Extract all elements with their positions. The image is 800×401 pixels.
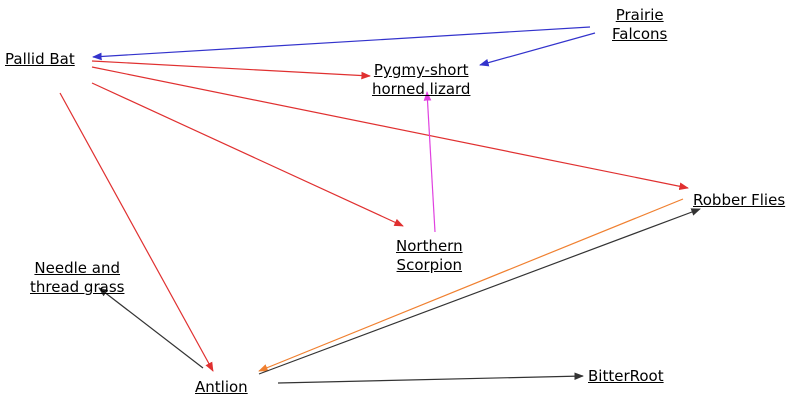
node-northern-scorpion: Northern Scorpion: [396, 237, 463, 275]
arrow-pallid-bat-to-pygmy-lizard: [91, 60, 371, 80]
node-label-line: Robber Flies: [693, 191, 786, 209]
arrow-antlion-to-needle-grass: [98, 287, 204, 369]
node-label-line: Northern: [396, 237, 463, 255]
node-pallid-bat: Pallid Bat: [5, 50, 75, 69]
arrow-pallid-bat-to-antlion: [59, 92, 214, 372]
node-robber-flies: Robber Flies: [693, 191, 785, 210]
arrow-northern-scorpion-to-pygmy-lizard: [423, 91, 436, 233]
node-label-line: thread grass: [30, 278, 125, 296]
edges-group: [59, 26, 701, 384]
node-label-line: Prairie: [615, 6, 664, 24]
arrow-antlion-to-bitterroot: [277, 372, 584, 384]
node-label-line: Needle and: [34, 259, 121, 277]
node-label-line: Falcons: [612, 25, 668, 43]
node-label-line: Scorpion: [396, 256, 463, 274]
arrow-robber-flies-to-antlion: [258, 198, 684, 372]
node-label-line: Pygmy-short: [373, 61, 469, 79]
node-bitterroot: BitterRoot: [588, 367, 664, 386]
node-pygmy-lizard: Pygmy-short horned lizard: [372, 61, 470, 99]
node-prairie-falcons: Prairie Falcons: [612, 6, 667, 44]
node-label-line: Antlion: [195, 378, 248, 396]
node-label-line: horned lizard: [372, 80, 471, 98]
arrow-antlion-to-robber-flies: [258, 208, 701, 375]
arrow-prairie-falcons-to-pallid-bat: [92, 26, 591, 61]
node-antlion: Antlion: [195, 378, 248, 397]
node-needle-and-thread-grass: Needle and thread grass: [30, 259, 124, 297]
arrow-pallid-bat-to-robber-flies: [91, 66, 689, 191]
node-label-line: BitterRoot: [588, 367, 664, 385]
arrow-prairie-falcons-to-pygmy-lizard: [479, 32, 596, 67]
node-label-line: Pallid Bat: [5, 50, 75, 68]
arrow-pallid-bat-to-northern-scorpion: [91, 82, 404, 227]
